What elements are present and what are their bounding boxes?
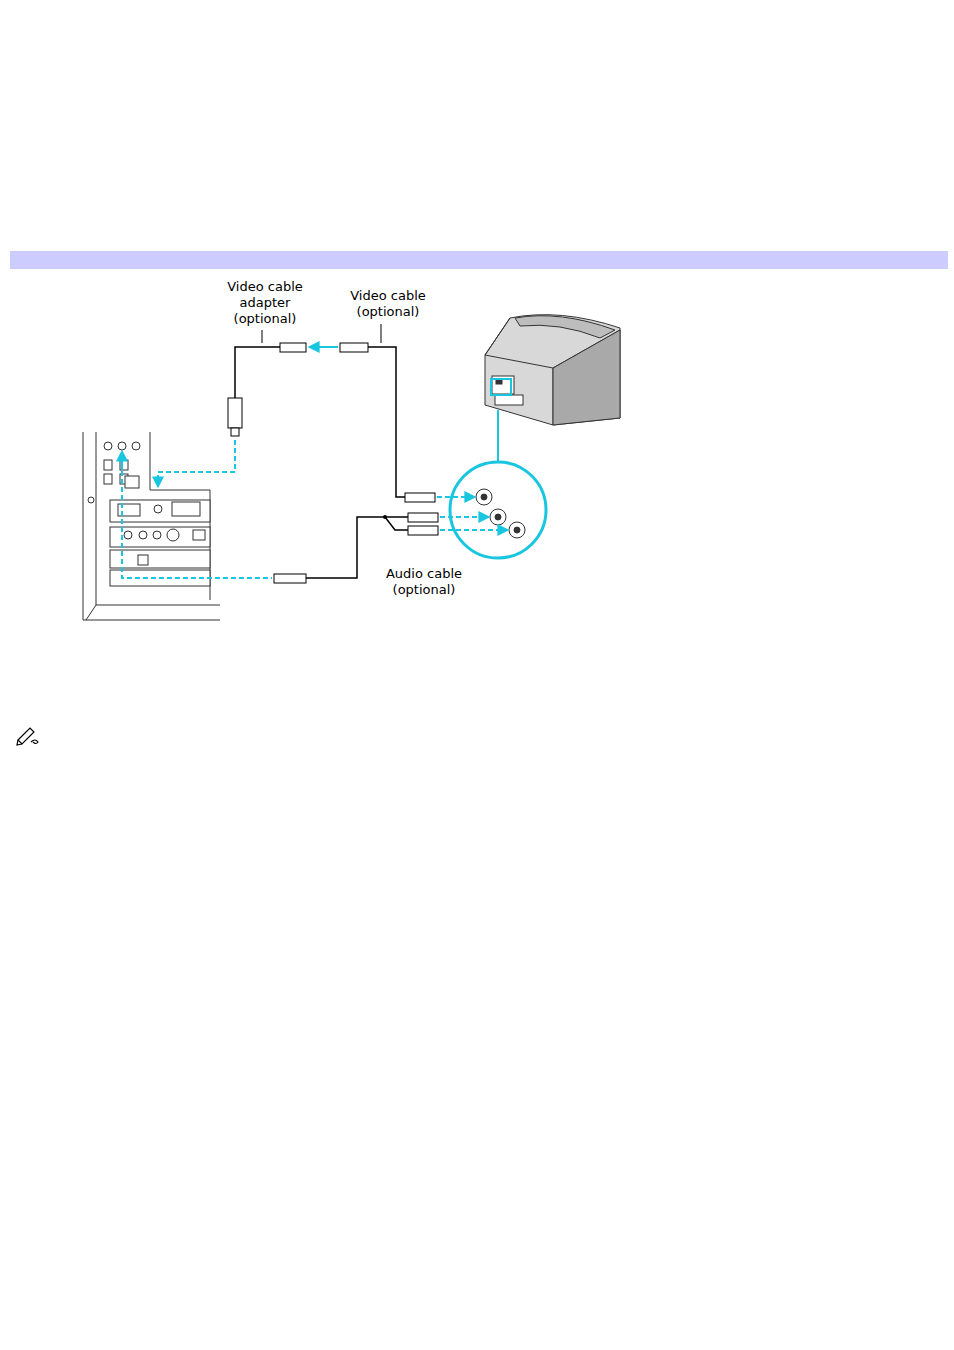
television [485,315,620,425]
cable-label-text: Video cable adapter (optional) [227,279,303,326]
cable-label-text: Video cable (optional) [350,288,426,319]
cable-label: Video cable adapter (optional) [217,279,313,327]
cables [122,324,507,583]
cable-label: Audio cable (optional) [376,566,472,598]
header-band [10,251,948,269]
note-icon [17,728,38,745]
cable-label: Video cable (optional) [340,288,436,320]
cable-label-text: Audio cable (optional) [386,566,462,597]
jack-callout [450,410,546,558]
computer-rear [83,432,220,620]
